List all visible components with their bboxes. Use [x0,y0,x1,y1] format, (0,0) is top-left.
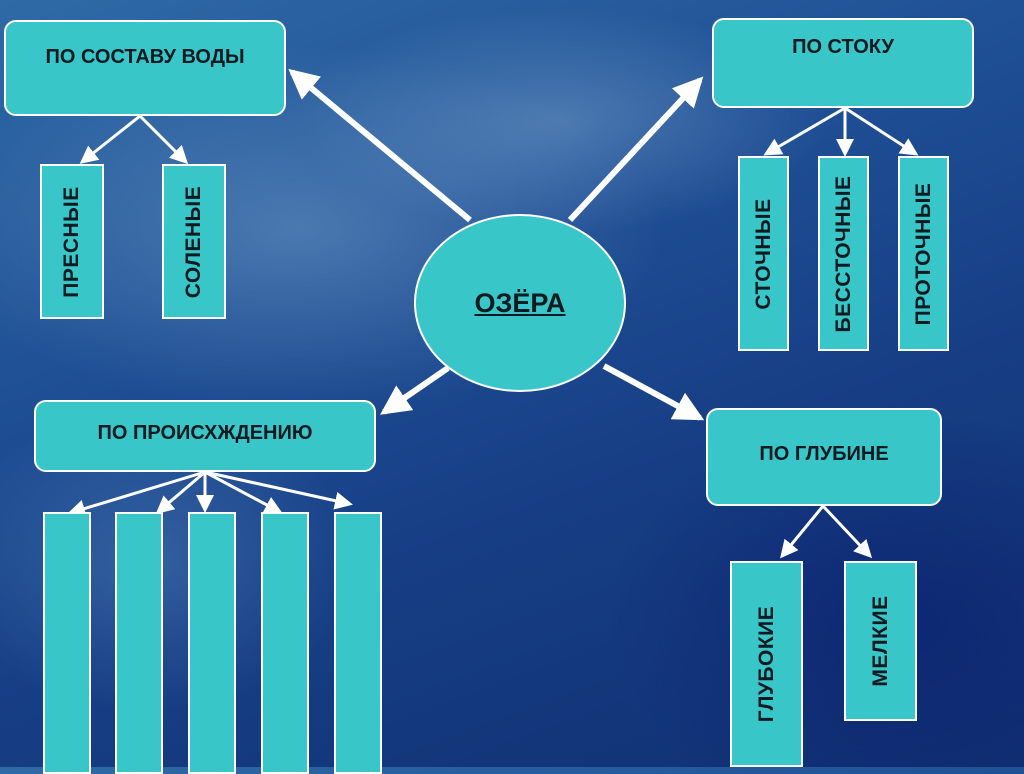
category-depth-title: ПО ГЛУБИНЕ [759,442,889,465]
category-origin: ПО ПРОИСХЖДЕНИЮ [34,400,376,472]
item-shallow: МЕЛКИЕ [844,561,917,721]
category-runoff-title: ПО СТОКУ [792,35,894,58]
item-drainage: СТОЧНЫЕ [738,156,789,351]
item-salty: СОЛЕНЫЕ [162,164,226,319]
item-deep: ГЛУБОКИЕ [730,561,803,767]
category-composition-title: ПО СОСТАВУ ВОДЫ [45,45,245,68]
arrow-to-depth [602,363,705,421]
origin-item-5 [334,512,382,774]
arrow-to-composition [288,68,472,223]
origin-item-1 [43,512,91,774]
category-runoff: ПО СТОКУ [712,18,974,108]
category-origin-title: ПО ПРОИСХЖДЕНИЮ [97,421,313,444]
item-fresh: ПРЕСНЫЕ [40,164,104,319]
arrow-to-origin [380,365,450,415]
category-composition: ПО СОСТАВУ ВОДЫ [4,20,286,116]
origin-item-4 [261,512,309,774]
arrow-to-runoff [567,76,704,223]
category-depth: ПО ГЛУБИНЕ [706,408,942,506]
center-label: ОЗЁРА [474,287,566,318]
item-flowthrough: ПРОТОЧНЫЕ [898,156,949,351]
item-endorheic: БЕССТОЧНЫЕ [818,156,869,351]
origin-item-2 [115,512,163,774]
center-node-lakes: ОЗЁРА [414,214,626,392]
origin-item-3 [188,512,236,774]
